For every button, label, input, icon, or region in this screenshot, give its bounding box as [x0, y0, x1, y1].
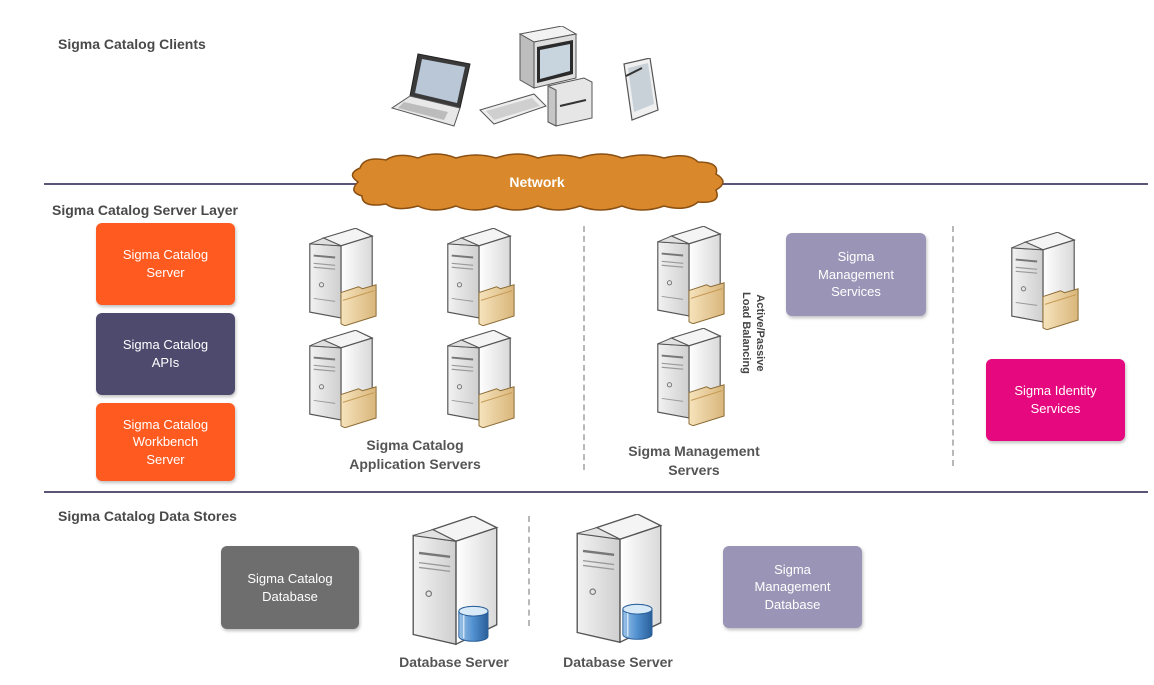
divider-top-right — [720, 183, 1148, 185]
db-server-caption-2: Database Server — [563, 654, 673, 670]
divider-top-left — [44, 183, 356, 185]
app-server-icon-1 — [302, 228, 380, 326]
section-label-data-stores: Sigma Catalog Data Stores — [58, 508, 237, 524]
db-server-caption-1: Database Server — [399, 654, 509, 670]
section-label-clients: Sigma Catalog Clients — [58, 36, 206, 52]
catalog-database-box: Sigma Catalog Database — [221, 546, 359, 629]
desktop-computer-icon — [479, 26, 593, 127]
catalog-server-box: Sigma Catalog Server — [96, 223, 235, 305]
catalog-server-label: Sigma Catalog Server — [122, 247, 209, 280]
catalog-apis-box: Sigma Catalog APIs — [96, 313, 235, 395]
mgmt-server-icon-2 — [650, 328, 728, 426]
divider-bottom — [44, 491, 1148, 493]
separator-db-servers — [528, 516, 530, 626]
identity-services-box: Sigma Identity Services — [986, 359, 1125, 441]
network-label: Network — [509, 174, 565, 190]
mgmt-servers-caption: Sigma Management Servers — [628, 443, 760, 478]
workbench-server-box: Sigma Catalog Workbench Server — [96, 403, 235, 481]
identity-server-icon — [1004, 232, 1082, 330]
management-services-box: Sigma Management Services — [786, 233, 926, 316]
separator-app-mgmt — [583, 226, 585, 470]
catalog-database-label: Sigma Catalog Database — [247, 570, 333, 604]
management-services-label: Sigma Management Services — [818, 249, 894, 300]
workbench-server-label: Sigma Catalog Workbench Server — [122, 416, 209, 467]
db-server-icon-1 — [404, 516, 504, 652]
section-label-server-layer: Sigma Catalog Server Layer — [52, 202, 238, 218]
app-server-icon-3 — [302, 330, 380, 428]
network-cloud: Network — [346, 152, 728, 212]
mgmt-server-icon-1 — [650, 226, 728, 324]
db-server-icon-2 — [568, 514, 668, 650]
app-server-icon-2 — [440, 228, 518, 326]
identity-services-label: Sigma Identity Services — [1014, 383, 1097, 416]
catalog-apis-label: Sigma Catalog APIs — [122, 337, 209, 370]
cloud-icon — [351, 153, 724, 211]
management-database-box: Sigma Management Database — [723, 546, 862, 628]
management-database-label: Sigma Management Database — [754, 561, 831, 612]
laptop-icon — [390, 53, 471, 127]
tablet-icon — [623, 58, 659, 121]
app-server-icon-4 — [440, 330, 518, 428]
load-balancing-label: Active/Passive Load Balancing — [740, 292, 766, 374]
separator-mgmt-identity — [952, 226, 954, 466]
app-servers-caption: Sigma Catalog Application Servers — [349, 437, 481, 472]
